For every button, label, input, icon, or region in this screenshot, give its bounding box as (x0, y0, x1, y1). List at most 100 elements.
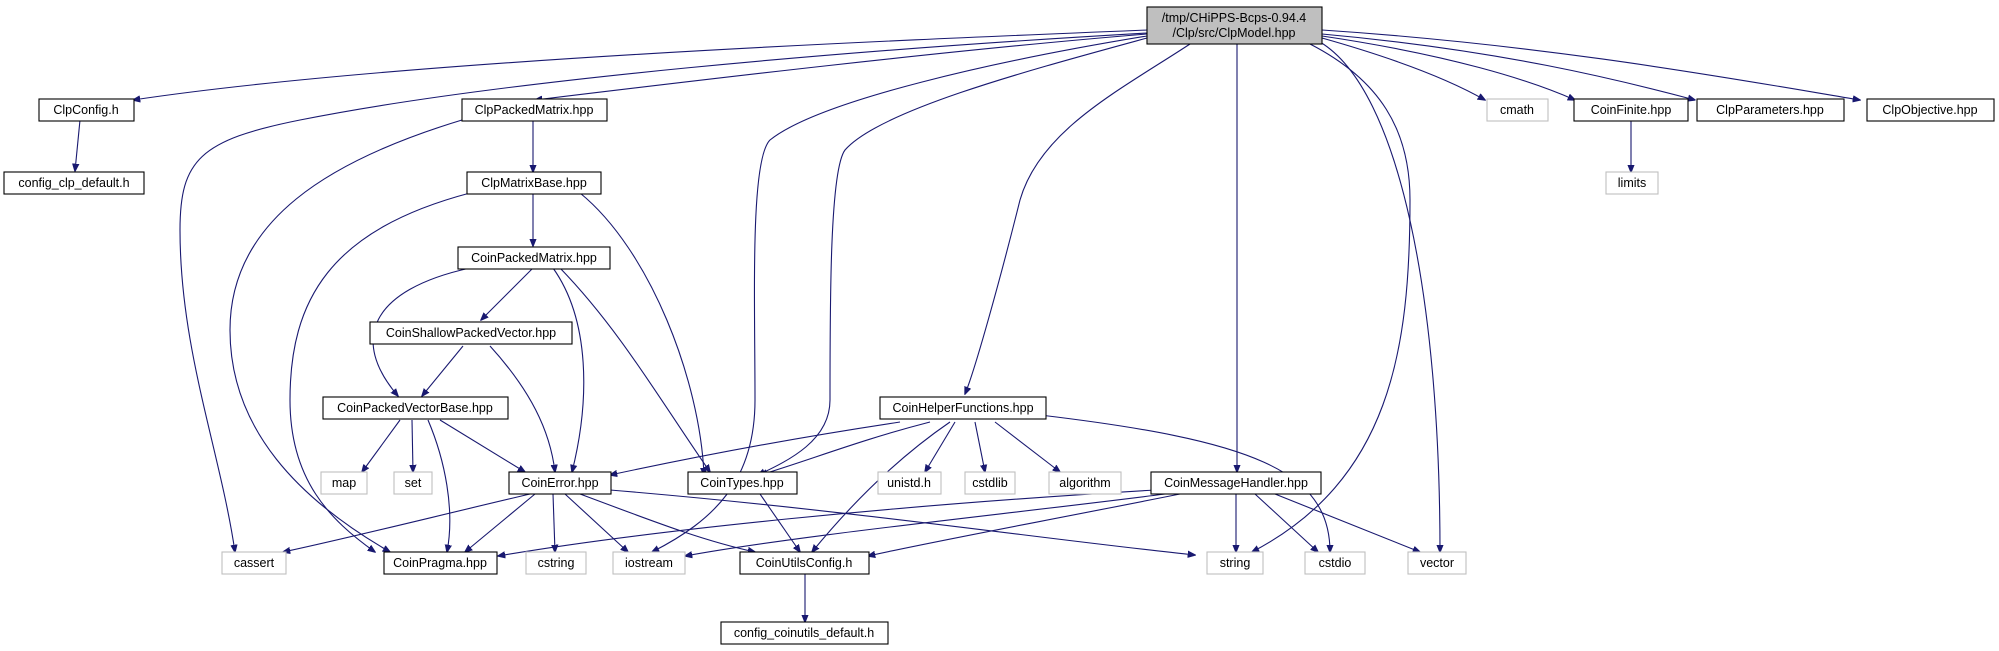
node-coinutilsconfig[interactable]: CoinUtilsConfig.h (739, 551, 870, 575)
label-coinshallowpackedvector: CoinShallowPackedVector.hpp (386, 326, 556, 340)
label-coinmessagehandler: CoinMessageHandler.hpp (1164, 476, 1308, 490)
node-coinhelperfunctions[interactable]: CoinHelperFunctions.hpp (879, 396, 1047, 420)
edge-coinmessagehandler-to-iostream (685, 493, 1166, 556)
label-coinpackedmatrix: CoinPackedMatrix.hpp (471, 251, 597, 265)
edge-root-to-clpobjective (1321, 29, 1860, 100)
label-cassert: cassert (234, 556, 275, 570)
label-cointypes: CoinTypes.hpp (700, 476, 783, 490)
node-cstring[interactable]: cstring (525, 551, 587, 575)
node-coinpackedmatrix[interactable]: CoinPackedMatrix.hpp (457, 246, 611, 270)
edge-coinhelperfunctions-to-cstdlib (974, 421, 985, 472)
label-clppackedmatrix: ClpPackedMatrix.hpp (475, 103, 594, 117)
edge-coinhelperfunctions-to-coinerror (610, 421, 901, 475)
label-config-clp-default: config_clp_default.h (18, 176, 129, 190)
edge-clpconfig-to-config-clp-default (75, 119, 81, 171)
label-set: set (405, 476, 422, 490)
node-config-clp-default[interactable]: config_clp_default.h (3, 171, 145, 195)
node-cointypes[interactable]: CoinTypes.hpp (687, 471, 798, 495)
node-iostream[interactable]: iostream (612, 551, 686, 575)
edge-coinerror-to-cassert (283, 493, 531, 552)
edge-root-to-coinfinite (1321, 35, 1575, 100)
edge-coinmessagehandler-to-vector (1274, 493, 1420, 552)
edge-coinmessagehandler-to-coinutilsconfig (868, 493, 1181, 556)
edge-coinerror-to-string (609, 489, 1195, 555)
node-cstdio[interactable]: cstdio (1304, 551, 1366, 575)
node-coinmessagehandler[interactable]: CoinMessageHandler.hpp (1150, 471, 1322, 495)
node-algorithm[interactable]: algorithm (1048, 471, 1122, 495)
node-string[interactable]: string (1206, 551, 1264, 575)
root-label-line2: /Clp/src/ClpModel.hpp (1173, 26, 1296, 40)
label-cstdio: cstdio (1319, 556, 1352, 570)
edge-coinpackedvectorbase-to-map (362, 419, 401, 472)
edge-clpmatrixbase-to-coinpragma (289, 192, 471, 552)
label-coinpragma: CoinPragma.hpp (393, 556, 487, 570)
edge-coinerror-to-iostream (564, 493, 628, 552)
edge-coinhelperfunctions-to-unistd (925, 421, 956, 472)
node-root-clpmodel[interactable]: /tmp/CHiPPS-Bcps-0.94.4 /Clp/src/ClpMode… (1146, 6, 1323, 45)
label-iostream: iostream (625, 556, 673, 570)
label-algorithm: algorithm (1059, 476, 1110, 490)
edge-coinpackedvectorbase-to-coinerror (439, 419, 525, 472)
node-coinshallowpackedvector[interactable]: CoinShallowPackedVector.hpp (369, 321, 573, 345)
node-map[interactable]: map (320, 471, 368, 495)
label-vector: vector (1420, 556, 1454, 570)
node-clppackedmatrix[interactable]: ClpPackedMatrix.hpp (461, 98, 608, 122)
label-coinerror: CoinError.hpp (521, 476, 598, 490)
edge-coinshallowpackedvector-to-coinerror (489, 345, 555, 472)
node-limits[interactable]: limits (1605, 171, 1659, 195)
edge-root-to-clppackedmatrix (535, 33, 1148, 100)
edge-clppackedmatrix-to-coinpragma (229, 119, 463, 552)
label-map: map (332, 476, 356, 490)
edge-root-to-coinhelperfunctions (965, 43, 1191, 394)
edge-root-to-string (1252, 43, 1411, 552)
label-clpmatrixbase: ClpMatrixBase.hpp (481, 176, 587, 190)
node-config-coinutils-default[interactable]: config_coinutils_default.h (720, 621, 889, 645)
label-config-coinutils-default: config_coinutils_default.h (734, 626, 874, 640)
edge-coinerror-to-coinpragma (465, 493, 536, 552)
edge-coinmessagehandler-to-coinpragma (498, 489, 1156, 556)
node-cmath[interactable]: cmath (1486, 98, 1549, 122)
edge-cointypes-to-coinutilsconfig (759, 493, 800, 552)
label-coinhelperfunctions: CoinHelperFunctions.hpp (892, 401, 1033, 415)
edge-root-to-vector (1319, 41, 1440, 552)
label-string: string (1220, 556, 1251, 570)
edge-root-to-cassert (179, 32, 1148, 552)
label-limits: limits (1618, 176, 1646, 190)
edge-coinpackedvectorbase-to-set (412, 419, 413, 472)
root-label-line1: /tmp/CHiPPS-Bcps-0.94.4 (1162, 11, 1307, 25)
label-cstring: cstring (538, 556, 575, 570)
label-coinutilsconfig: CoinUtilsConfig.h (756, 556, 853, 570)
node-vector[interactable]: vector (1407, 551, 1467, 575)
edge-coinpackedmatrix-to-coinpackedvectorbase (372, 267, 471, 396)
label-clpconfig: ClpConfig.h (53, 103, 118, 117)
edge-coinpackedmatrix-to-coinshallowpackedvector (481, 267, 534, 320)
edge-coinmessagehandler-to-cstdio (1254, 493, 1318, 552)
edge-coinerror-to-cstring (553, 493, 555, 552)
node-clpobjective[interactable]: ClpObjective.hpp (1866, 98, 1995, 122)
label-clpobjective: ClpObjective.hpp (1882, 103, 1977, 117)
edge-root-to-cmath (1321, 37, 1485, 100)
node-unistd[interactable]: unistd.h (877, 471, 942, 495)
node-coinfinite[interactable]: CoinFinite.hpp (1573, 98, 1689, 122)
edge-coinhelperfunctions-to-coinutilsconfig (812, 421, 951, 552)
node-cassert[interactable]: cassert (221, 551, 287, 575)
edges (75, 29, 1860, 622)
label-clpparameters: ClpParameters.hpp (1716, 103, 1824, 117)
node-coinerror[interactable]: CoinError.hpp (508, 471, 612, 495)
node-clpmatrixbase[interactable]: ClpMatrixBase.hpp (466, 171, 602, 195)
node-cstdlib[interactable]: cstdlib (964, 471, 1016, 495)
label-cmath: cmath (1500, 103, 1534, 117)
label-coinpackedvectorbase: CoinPackedVectorBase.hpp (337, 401, 493, 415)
label-cstdlib: cstdlib (972, 476, 1007, 490)
edge-coinhelperfunctions-to-cointypes (760, 421, 931, 475)
node-coinpackedvectorbase[interactable]: CoinPackedVectorBase.hpp (322, 396, 509, 420)
node-set[interactable]: set (393, 471, 433, 495)
node-coinpragma[interactable]: CoinPragma.hpp (383, 551, 498, 575)
node-clpparameters[interactable]: ClpParameters.hpp (1696, 98, 1845, 122)
node-clpconfig[interactable]: ClpConfig.h (38, 98, 135, 122)
edge-coinpackedmatrix-to-coinerror (552, 267, 585, 472)
label-unistd: unistd.h (887, 476, 931, 490)
edge-coinpackedmatrix-to-cointypes (559, 267, 710, 472)
edge-coinshallowpackedvector-to-coinpackedvectorbase (422, 345, 464, 396)
edge-root-to-cointypes (758, 37, 1148, 475)
